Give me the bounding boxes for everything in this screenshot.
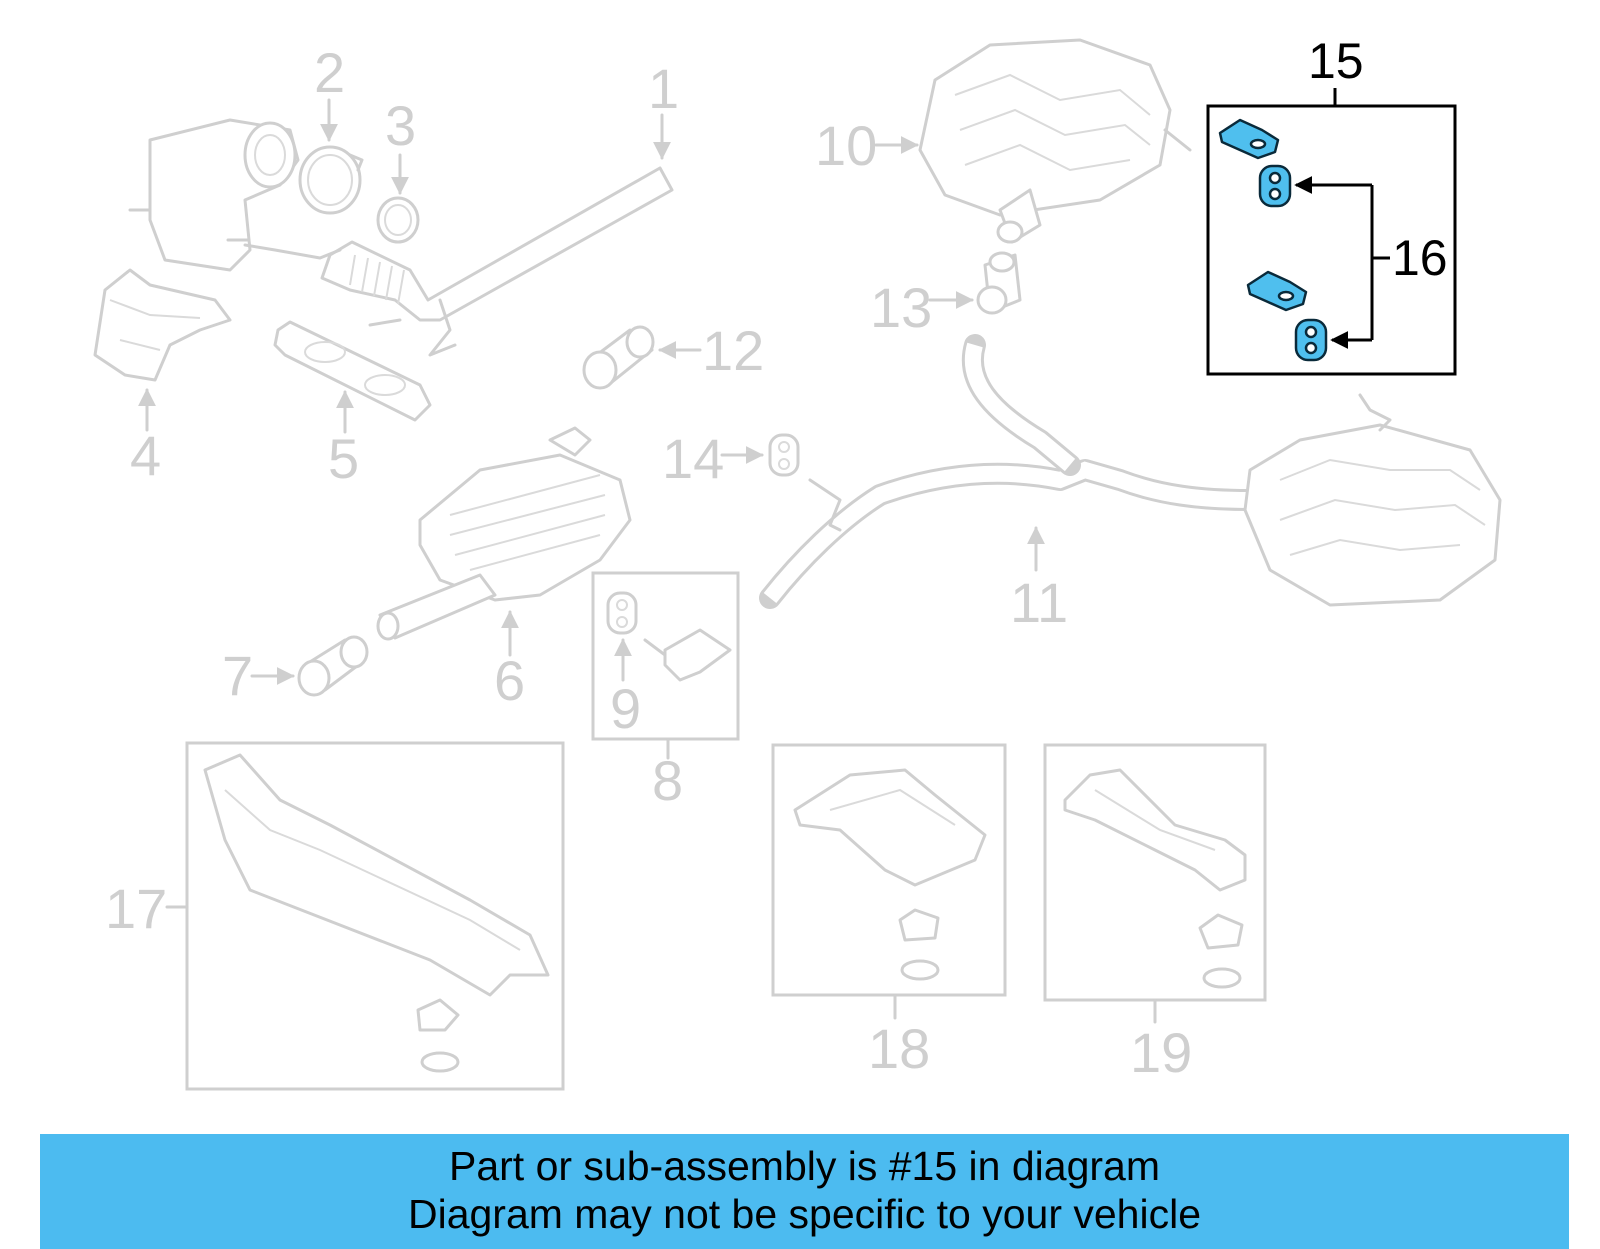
part-18-heat-shield	[793, 768, 987, 981]
part-4-heat-shield	[93, 268, 232, 382]
callout-3: 3	[385, 94, 416, 157]
info-banner: Part or sub-assembly is #15 in diagram D…	[40, 1134, 1569, 1249]
part-7-sleeve-clamp	[297, 635, 369, 697]
callout-4: 4	[130, 424, 161, 487]
group-15-box	[1206, 104, 1457, 376]
part-9-rubber-hanger	[606, 591, 638, 635]
callout-9: 9	[610, 677, 641, 740]
part-12-sleeve-clamp	[582, 325, 655, 390]
callout-12: 12	[702, 319, 764, 382]
part-17-heat-shield	[203, 753, 550, 1073]
callout-2: 2	[314, 41, 345, 104]
part-13-sleeve-clamp	[976, 251, 1022, 315]
part-1-front-pipe	[320, 166, 674, 357]
callout-18: 18	[868, 1017, 930, 1080]
callout-8: 8	[652, 749, 683, 812]
part-19-heat-shield	[1063, 768, 1247, 989]
part-14-rubber-hanger	[768, 433, 800, 477]
callout-1: 1	[648, 57, 679, 120]
group-18-box	[771, 743, 1007, 997]
group-17-box	[185, 741, 565, 1091]
callout-6: 6	[494, 649, 525, 712]
part-2-clamp	[298, 145, 364, 215]
part-8-bracket	[643, 628, 732, 682]
callout-19: 19	[1130, 1021, 1192, 1084]
part-16-rubber-hanger-upper[interactable]	[1258, 164, 1292, 208]
part-11-rear-pipe	[759, 334, 1502, 609]
catalytic-converter	[128, 118, 342, 272]
part-6-center-muffler	[376, 426, 632, 641]
part-10-rear-muffler	[918, 38, 1192, 244]
callout-14: 14	[662, 427, 724, 490]
banner-line-1: Part or sub-assembly is #15 in diagram	[449, 1143, 1160, 1189]
group-8-box	[591, 571, 740, 741]
callout-5: 5	[328, 427, 359, 490]
callout-10: 10	[815, 114, 877, 177]
part-16-rubber-hanger-lower[interactable]	[1294, 318, 1328, 362]
callout-7: 7	[222, 644, 253, 707]
part-3-gasket	[376, 196, 420, 244]
callout-15: 15	[1308, 33, 1364, 89]
part-5-flange-gasket	[273, 320, 432, 422]
part-15-bracket-upper[interactable]	[1218, 118, 1280, 160]
callout-13: 13	[870, 276, 932, 339]
callout-17: 17	[105, 877, 167, 940]
part-15-bracket-lower[interactable]	[1246, 270, 1308, 312]
callout-11: 11	[1010, 571, 1068, 634]
banner-line-2: Diagram may not be specific to your vehi…	[407, 1191, 1201, 1237]
callout-16: 16	[1392, 230, 1448, 286]
